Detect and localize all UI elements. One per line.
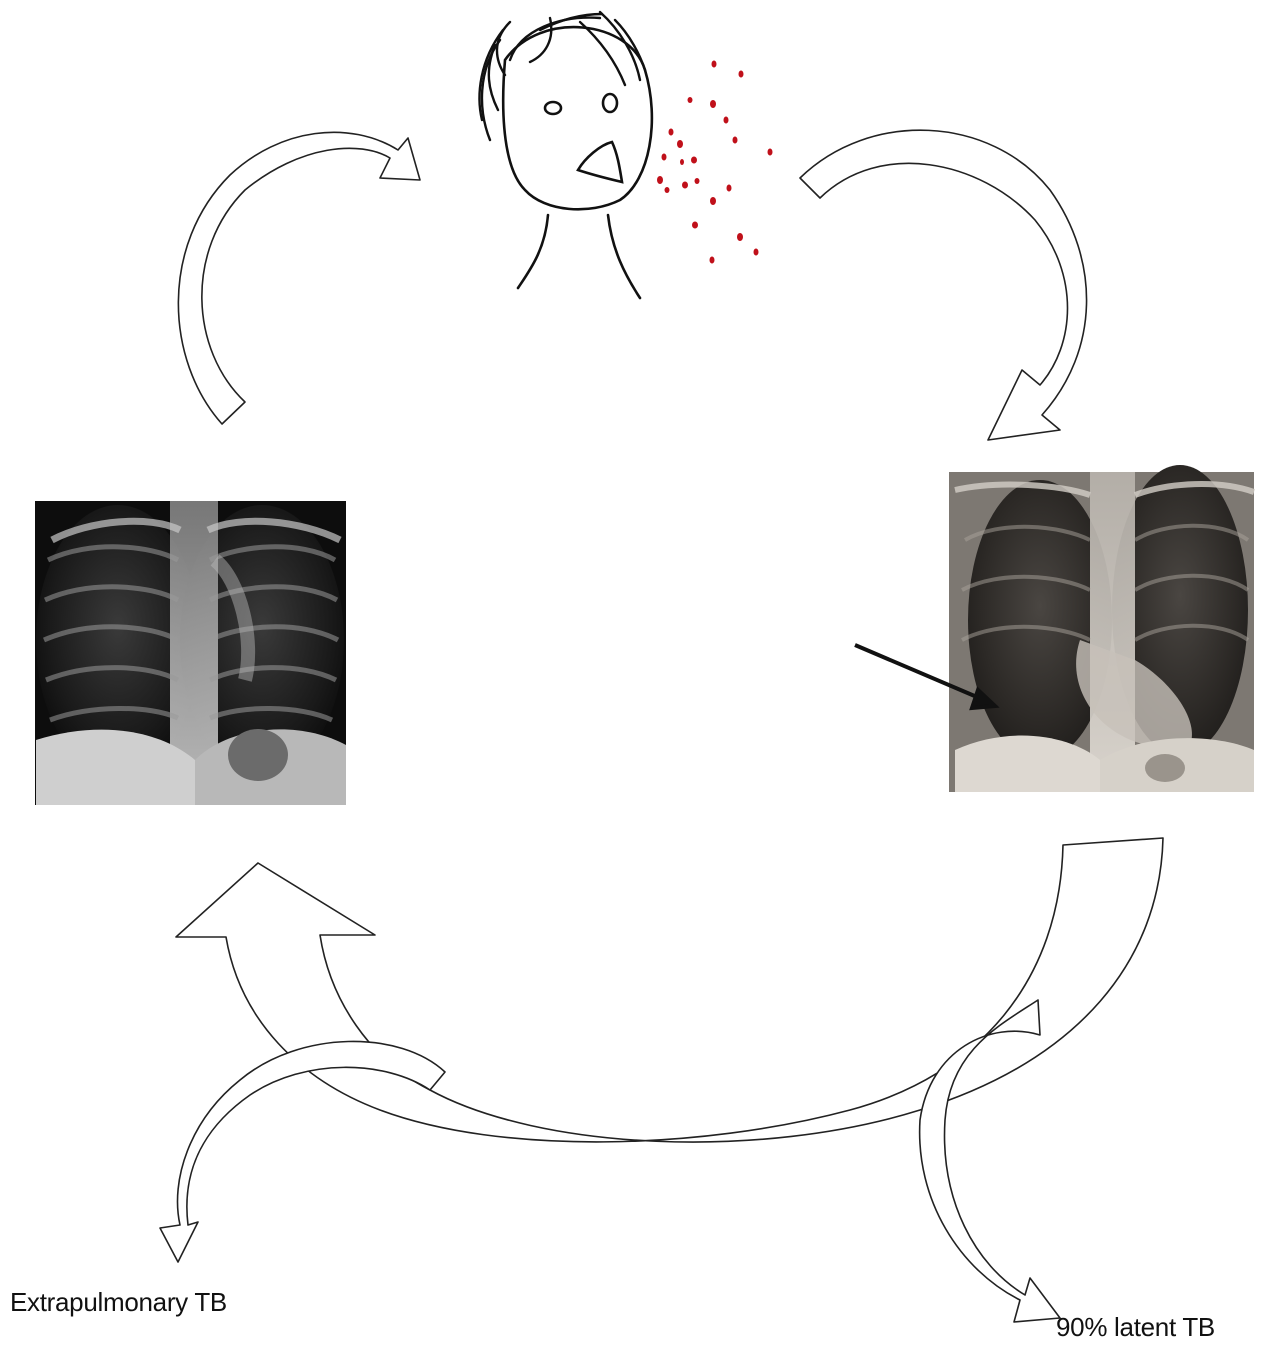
- arrow-to-extrapulmonary: [160, 1041, 445, 1262]
- cough-droplets: [657, 61, 773, 264]
- open-mouth: [578, 142, 622, 182]
- arrow-person-to-right: [800, 130, 1087, 440]
- left-eye: [545, 102, 561, 114]
- arrow-right-back-to-left: [176, 838, 1163, 1142]
- face-outline: [503, 27, 652, 209]
- neck-left: [518, 215, 548, 288]
- right-chest-xray: [855, 465, 1254, 792]
- extrapulmonary-tb-label: Extrapulmonary TB: [10, 1287, 227, 1318]
- coughing-person-sketch: [480, 12, 652, 298]
- arrow-left-to-person: [178, 132, 420, 424]
- latent-tb-label: 90% latent TB: [1056, 1312, 1215, 1343]
- right-eye: [603, 94, 617, 112]
- left-chest-xray: [35, 501, 346, 805]
- neck-right: [608, 215, 640, 298]
